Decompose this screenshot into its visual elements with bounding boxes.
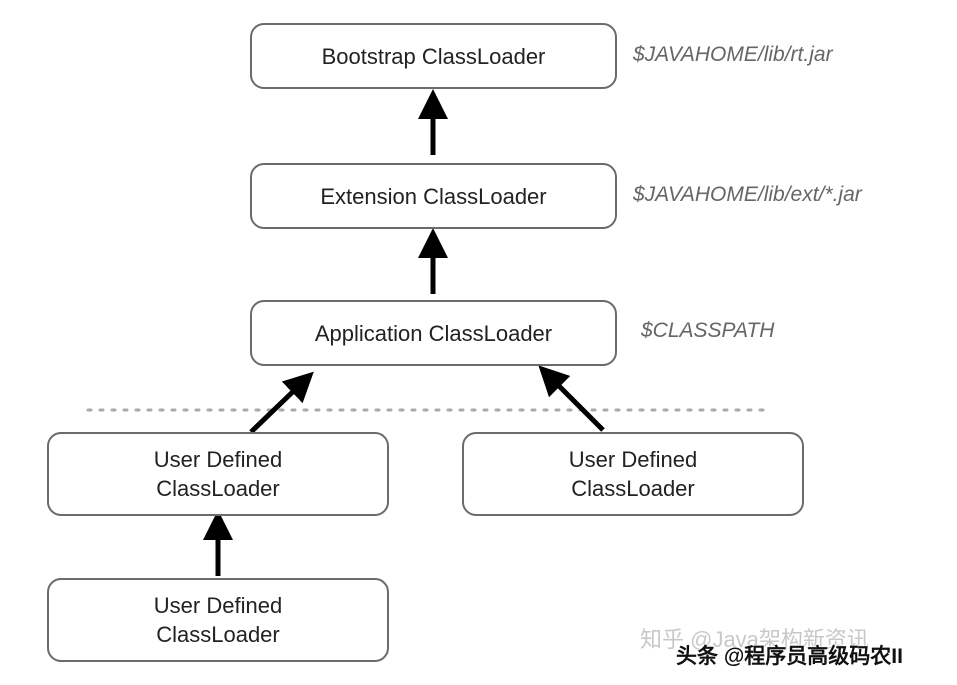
user-defined-right-line2: ClassLoader [571, 476, 695, 501]
user-defined-classloader-left-box: User Defined ClassLoader [47, 432, 389, 516]
user-defined-classloader-bottom-box: User Defined ClassLoader [47, 578, 389, 662]
extension-classloader-path: $JAVAHOME/lib/ext/*.jar [633, 183, 862, 206]
extension-classloader-box: Extension ClassLoader [250, 163, 617, 229]
watermark-main: 头条 @程序员高级码农II [676, 645, 903, 668]
application-classloader-box: Application ClassLoader [250, 300, 617, 366]
application-classloader-label: Application ClassLoader [314, 320, 553, 346]
bootstrap-classloader-label: Bootstrap ClassLoader [321, 43, 546, 69]
arrow-userright-to-application [538, 365, 605, 432]
user-defined-classloader-right-box: User Defined ClassLoader [462, 432, 804, 516]
user-defined-left-line2: ClassLoader [156, 476, 280, 501]
user-defined-bottom-line2: ClassLoader [156, 622, 280, 647]
arrow-userleft-to-application [249, 371, 314, 434]
user-defined-right-line1: User Defined [568, 447, 698, 472]
extension-classloader-label: Extension ClassLoader [320, 183, 547, 209]
user-defined-bottom-line1: User Defined [153, 593, 283, 618]
bootstrap-classloader-path: $JAVAHOME/lib/rt.jar [633, 43, 833, 66]
watermark-faint: 知乎 @Java架构新资讯 [640, 627, 869, 652]
bootstrap-classloader-box: Bootstrap ClassLoader [250, 23, 617, 89]
application-classloader-path: $CLASSPATH [641, 319, 775, 342]
user-defined-left-line1: User Defined [153, 447, 283, 472]
